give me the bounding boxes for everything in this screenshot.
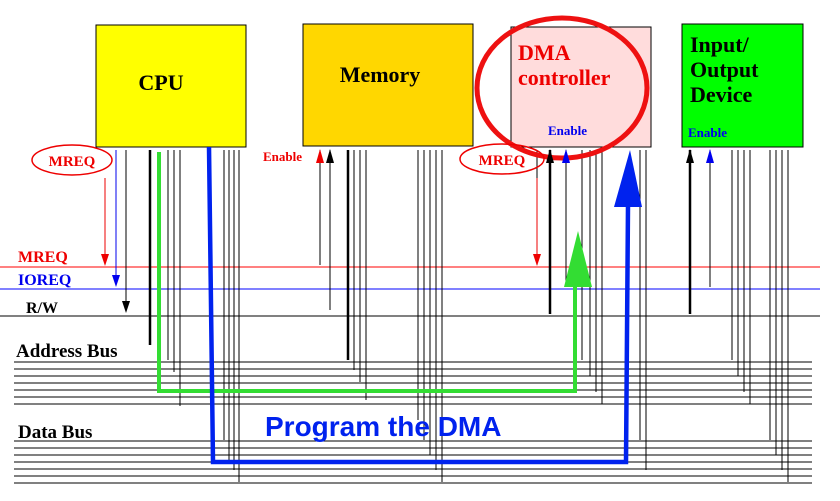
- rw-bus-label: R/W: [26, 300, 58, 317]
- dma-rw-arrow: [546, 149, 554, 163]
- dma-enable-label: Enable: [548, 123, 587, 138]
- memory-mreq-arrow: [316, 149, 324, 163]
- dma-label-line1: DMA: [518, 40, 571, 65]
- blue-data-path: [206, 146, 642, 465]
- program-dma-caption: Program the DMA: [265, 411, 501, 442]
- dma-mreq-label: MREQ: [479, 153, 526, 169]
- mreq-bus-label: MREQ: [18, 249, 68, 266]
- dma-highlight-ellipse: [474, 15, 650, 161]
- data-bus-label: Data Bus: [18, 422, 92, 443]
- ioreq-bus-label: IOREQ: [18, 272, 71, 289]
- io-block: [681, 23, 804, 148]
- dma-bus-connections: [536, 150, 647, 470]
- cpu-ioreq-arrow: [112, 150, 120, 287]
- io-bus-connections: [688, 150, 789, 482]
- io-label-line2: Output: [690, 57, 759, 82]
- cpu-mreq-label: MREQ: [49, 154, 96, 170]
- dma-enable-arrow: [562, 149, 570, 163]
- cpu-mreq-arrow: [101, 178, 109, 266]
- io-enable-arrow: [706, 149, 714, 163]
- io-label-line3: Device: [690, 82, 753, 107]
- dma-label-line2: controller: [518, 65, 611, 90]
- dma-mreq-ellipse: [459, 143, 545, 175]
- dma-mreq-down-arrow: [533, 178, 541, 266]
- memory-rw-arrow: [326, 149, 334, 163]
- memory-block: [302, 23, 474, 147]
- address-bus: [14, 361, 812, 405]
- io-rw-arrow: [686, 149, 694, 163]
- cpu-block: [95, 24, 247, 148]
- io-label-line1: Input/: [690, 32, 750, 57]
- memory-bus-connections: [319, 150, 443, 482]
- io-enable-label: Enable: [688, 125, 727, 140]
- green-address-path: [157, 152, 592, 393]
- cpu-rw-arrow: [122, 150, 130, 313]
- address-bus-label: Address Bus: [16, 341, 118, 362]
- cpu-mreq-ellipse: [31, 144, 113, 176]
- memory-enable-label: Enable: [263, 149, 302, 164]
- cpu-label: CPU: [138, 70, 183, 95]
- memory-label: Memory: [340, 62, 421, 87]
